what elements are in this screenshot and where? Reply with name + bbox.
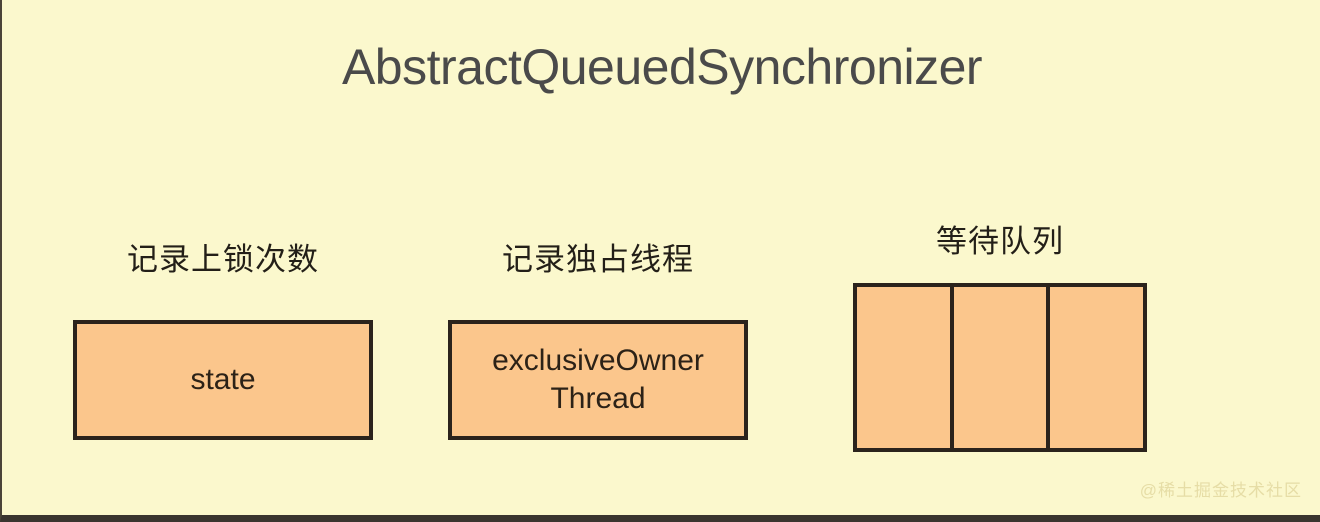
field-box-label-line-1: exclusiveOwner: [492, 343, 704, 377]
caption-exclusive-owner-thread: 记录独占线程: [502, 242, 694, 277]
waiting-queue: [853, 283, 1147, 452]
queue-cell: [1050, 287, 1144, 448]
watermark: @稀土掘金技术社区: [1139, 481, 1302, 500]
caption-state: 记录上锁次数: [127, 242, 319, 277]
field-box-state-label: state: [190, 362, 256, 396]
queue-cell: [857, 287, 954, 448]
queue-cell: [953, 287, 1051, 448]
field-box-exclusive-owner-thread: exclusiveOwner Thread: [448, 320, 748, 440]
field-box-state: state: [73, 320, 373, 440]
field-box-label-line-2: Thread: [550, 382, 646, 415]
page-title: AbstractQueuedSynchronizer: [341, 39, 983, 95]
field-box-exclusive-owner-thread-label: exclusiveOwner Thread: [484, 342, 712, 419]
caption-waiting-queue: 等待队列: [936, 224, 1064, 259]
